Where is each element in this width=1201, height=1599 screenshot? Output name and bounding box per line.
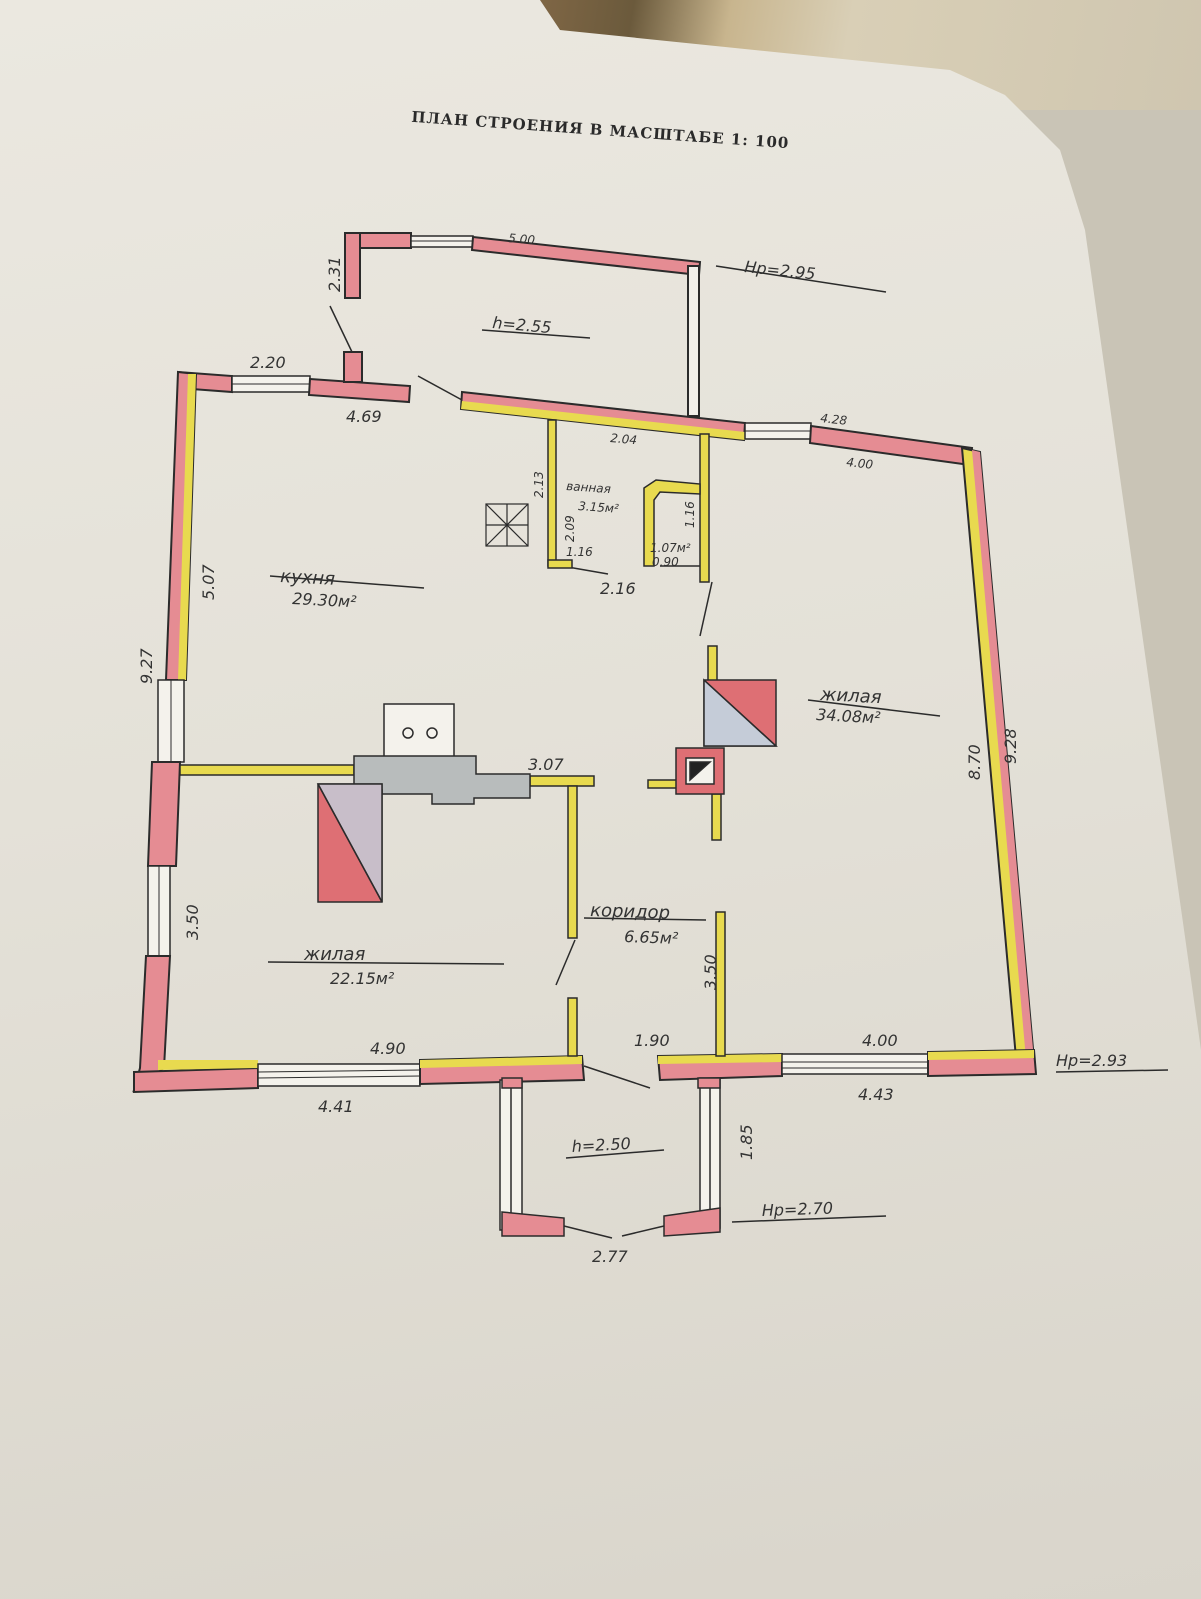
dim-4-41: 4.41	[318, 1097, 354, 1116]
bath-name: ванная	[566, 479, 612, 496]
height-labels: h=2.55 Hp=2.95 Hp=2.93 Hp=2.70 h=2.50	[492, 257, 1128, 1220]
dim-4-43: 4.43	[858, 1085, 894, 1104]
corridor-name: коридор	[590, 900, 671, 924]
room-labels: кухня 29.30м² ванная 3.15м² 1.07м² жилая…	[280, 479, 882, 988]
living-left-area: 22.15м²	[330, 969, 395, 988]
dim-5-07: 5.07	[199, 564, 218, 600]
stove-kitchen	[316, 703, 531, 903]
bath-sub-area: 1.07м²	[650, 541, 691, 555]
level-porch: Hp=2.70	[761, 1199, 833, 1220]
dim-1-85: 1.85	[737, 1124, 756, 1160]
plan-title: ПЛАН СТРОЕНИЯ В МАСШТАБЕ 1: 100	[411, 108, 790, 152]
dim-1-16-b: 1.16	[683, 501, 697, 528]
living-right-area: 34.08м²	[816, 705, 882, 727]
dim-2-20: 2.20	[250, 353, 286, 372]
dim-4-00-top: 4.00	[846, 455, 874, 472]
dim-9-27: 9.27	[137, 648, 156, 684]
dim-3-50-center: 3.50	[701, 954, 720, 990]
dim-4-00-bottom: 4.00	[862, 1031, 898, 1050]
dim-4-28: 4.28	[820, 411, 848, 428]
porch	[499, 1077, 721, 1239]
dim-1-90: 1.90	[634, 1031, 670, 1050]
annex-height: h=2.55	[492, 313, 553, 337]
dim-3-07: 3.07	[528, 755, 564, 774]
dim-9-28: 9.28	[1001, 728, 1020, 764]
stove-living	[675, 678, 778, 795]
level-right: Hp=2.93	[1056, 1051, 1127, 1070]
dim-2-13: 2.13	[532, 471, 546, 498]
door-swings	[329, 305, 713, 1089]
dim-8-70: 8.70	[965, 744, 984, 780]
annex-walls	[344, 232, 702, 417]
kitchen-name: кухня	[280, 566, 336, 590]
corridor-area: 6.65м²	[624, 927, 679, 948]
dim-4-90: 4.90	[370, 1039, 406, 1058]
interior-walls	[179, 419, 726, 1057]
dim-3-50-left: 3.50	[183, 904, 202, 940]
bath-area: 3.15м²	[578, 499, 620, 516]
leader-lines	[267, 265, 1169, 1223]
dim-1-16-a: 1.16	[566, 545, 593, 559]
kitchen-area: 29.30м²	[292, 589, 358, 611]
dim-2-09: 2.09	[563, 515, 577, 542]
porch-height: h=2.50	[571, 1134, 631, 1156]
dim-0-90: 0.90	[652, 555, 679, 569]
dim-2-77: 2.77	[592, 1247, 628, 1266]
exterior-walls	[132, 351, 1038, 1094]
dim-2-04: 2.04	[610, 431, 638, 447]
living-left-name: жилая	[303, 944, 365, 965]
level-top: Hp=2.95	[744, 257, 817, 283]
dim-2-16: 2.16	[600, 579, 636, 598]
dim-5-00: 5.00	[508, 231, 536, 247]
dim-2-31: 2.31	[325, 256, 344, 292]
dim-4-69: 4.69	[346, 407, 382, 426]
gas-hob-icon	[485, 503, 529, 547]
living-right-name: жилая	[819, 684, 882, 708]
dimension-labels: 2.31 5.00 2.20 4.69 2.04 4.28 4.00 2.13 …	[137, 231, 1020, 1266]
